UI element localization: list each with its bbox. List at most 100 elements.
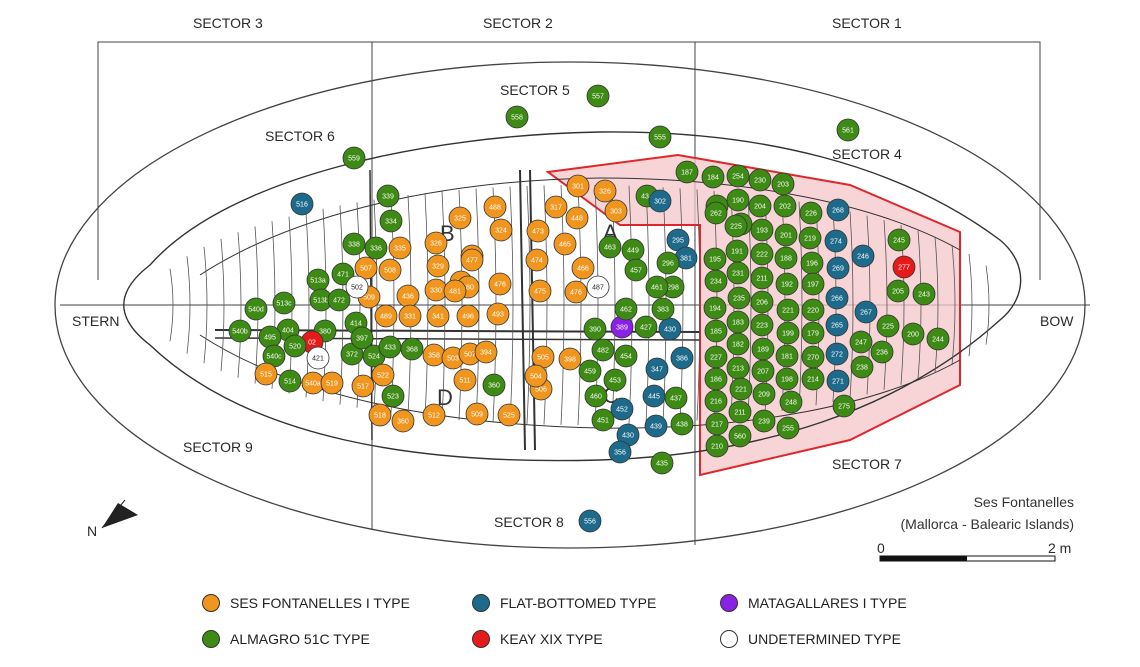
- amphora-number: 555: [654, 135, 666, 142]
- amphora-marker: 334: [379, 209, 403, 233]
- amphora-marker: 512: [422, 403, 446, 427]
- amphora-circle: [591, 338, 615, 362]
- amphora-number: 204: [754, 204, 766, 211]
- amphora-circle: [775, 344, 799, 368]
- amphora-number: 524: [368, 354, 380, 361]
- amphora-marker: 277: [892, 255, 916, 279]
- amphora-marker: 230: [748, 168, 772, 192]
- amphora-circle: [604, 199, 628, 223]
- legend-item-flat-bottomed: FLAT-BOTTOMED TYPE: [472, 594, 656, 612]
- amphora-marker: 439: [644, 414, 668, 438]
- hull-frame: [203, 246, 208, 364]
- amphora-circle: [705, 434, 729, 458]
- amphora-marker: 199: [776, 321, 800, 345]
- amphora-number: 213: [732, 366, 744, 373]
- legend: SES FONTANELLES I TYPE FLAT-BOTTOMED TYP…: [200, 588, 960, 658]
- amphora-marker: 504: [524, 364, 548, 388]
- amphora-circle: [244, 297, 268, 321]
- amphora-marker: 186: [704, 367, 728, 391]
- amphora-marker: 460: [584, 384, 608, 408]
- amphora-circle: [750, 218, 774, 242]
- amphora-marker: 317: [544, 195, 568, 219]
- amphora-marker: 329: [426, 254, 450, 278]
- amphora-circle: [525, 248, 549, 272]
- amphora-marker: 453: [603, 368, 627, 392]
- amphora-number: 475: [534, 289, 546, 296]
- amphora-marker: 269: [826, 256, 850, 280]
- amphora-number: 234: [710, 279, 722, 286]
- amphora-number: 435: [656, 461, 668, 468]
- amphora-number: 243: [918, 292, 930, 299]
- hull-frame: [441, 191, 446, 419]
- amphora-number: 437: [670, 396, 682, 403]
- amphora-number: 522: [377, 373, 389, 380]
- amphora-number: 195: [709, 257, 721, 264]
- amphora-number: 248: [785, 400, 797, 407]
- amphora-marker: 461: [645, 275, 669, 299]
- amphora-marker: 255: [776, 416, 800, 440]
- amphora-number: 326: [599, 189, 611, 196]
- amphora-circle: [801, 321, 825, 345]
- amphora-number: 513b: [313, 298, 329, 305]
- amphora-number: 398: [564, 357, 576, 364]
- amphora-marker: 421: [306, 346, 330, 370]
- amphora-marker: 326: [593, 179, 617, 203]
- amphora-number: 520: [289, 344, 301, 351]
- amphora-number: 558: [511, 115, 523, 122]
- amphora-number: 559: [348, 156, 360, 163]
- amphora-marker: 222: [750, 242, 774, 266]
- amphora-circle: [775, 367, 799, 391]
- amphora-marker: 197: [801, 272, 825, 296]
- amphora-number: 324: [495, 228, 507, 235]
- legend-label: KEAY XIX TYPE: [500, 631, 603, 647]
- amphora-number: 436: [402, 294, 414, 301]
- amphora-marker: 324: [489, 218, 513, 242]
- amphora-number: 216: [710, 399, 722, 406]
- amphora-marker: 509: [465, 402, 489, 426]
- amphora-marker: 489: [374, 304, 398, 328]
- amphora-number: 247: [855, 340, 867, 347]
- amphora-number: 211: [734, 410, 745, 417]
- hull-frame: [798, 201, 803, 409]
- legend-label: UNDETERMINED TYPE: [748, 631, 901, 647]
- amphora-circle: [728, 400, 752, 424]
- amphora-marker: 513b: [309, 288, 333, 312]
- amphora-number: 508: [384, 268, 396, 275]
- hull-frame: [169, 268, 174, 342]
- amphora-number: 341: [432, 314, 444, 321]
- amphora-number: 471: [337, 272, 349, 279]
- legend-item-keay: KEAY XIX TYPE: [472, 630, 603, 648]
- amphora-number: 330: [430, 288, 442, 295]
- amphora-circle: [651, 297, 675, 321]
- amphora-marker: 227: [704, 345, 728, 369]
- amphora-number: 540a: [305, 381, 321, 388]
- amphora-marker: 519: [320, 371, 344, 395]
- amphora-circle: [388, 236, 412, 260]
- amphora-number: 317: [550, 205, 562, 212]
- amphora-number: 451: [597, 418, 609, 425]
- amphora-number: 427: [640, 325, 652, 332]
- legend-swatch: [720, 630, 738, 648]
- stern-label: STERN: [72, 313, 119, 329]
- amphora-number: 266: [831, 296, 843, 303]
- amphora-circle: [228, 319, 252, 343]
- amphora-marker: 523: [381, 384, 405, 408]
- amphora-circle: [586, 275, 610, 299]
- amphora-number: 439: [650, 424, 662, 431]
- amphora-number: 255: [782, 426, 794, 433]
- amphora-number: 225: [882, 324, 894, 331]
- amphora-marker: 267: [854, 300, 878, 324]
- amphora-marker: 195: [703, 247, 727, 271]
- amphora-number: 434: [641, 194, 653, 201]
- amphora-number: 394: [480, 350, 492, 357]
- amphora-marker: 225: [876, 314, 900, 338]
- amphora-marker: 331: [398, 304, 422, 328]
- amphora-number: 231: [732, 271, 744, 278]
- amphora-number: 206: [756, 300, 768, 307]
- amphora-marker: 457: [624, 258, 648, 282]
- amphora-marker: 475: [528, 279, 552, 303]
- amphora-number: 339: [382, 194, 394, 201]
- amphora-number: 495: [264, 335, 276, 342]
- amphora-circle: [825, 313, 849, 337]
- amphora-circle: [886, 279, 910, 303]
